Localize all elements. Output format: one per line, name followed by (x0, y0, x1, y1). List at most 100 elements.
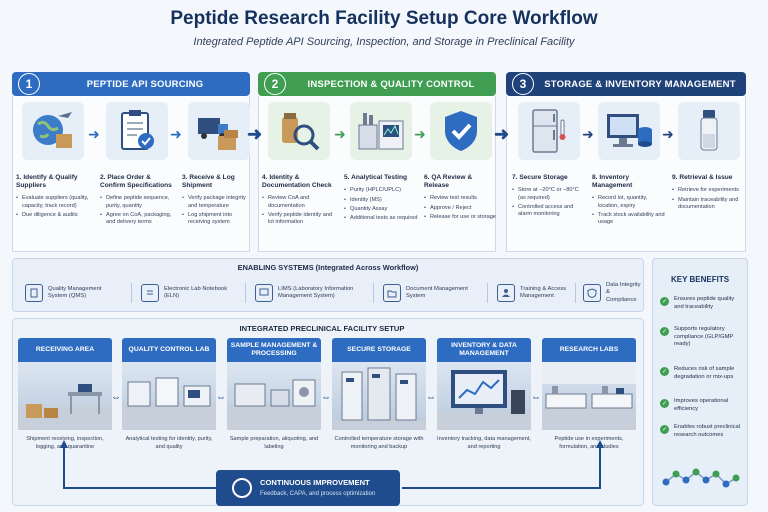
flow-arrow-icon: ➜ (414, 126, 426, 142)
system-label: Data Integrity & Compliance (606, 282, 641, 303)
phase-number: 2 (264, 73, 286, 95)
step-bullet: Log shipment into receiving system (182, 212, 256, 227)
cycle-icon (232, 478, 252, 498)
step-bullet: Purity (HPLC/UPLC) (344, 187, 418, 195)
step-bullet: Release for use or storage (424, 214, 498, 222)
step-identity-check: 4. Identity & Documentation Check Review… (262, 102, 336, 229)
workstation-image (437, 362, 531, 430)
check-icon: ✓ (660, 425, 669, 434)
improvement-title: CONTINUOUS IMPROVEMENT (260, 478, 370, 487)
enabling-title: ENABLING SYSTEMS (Integrated Across Work… (237, 263, 419, 272)
step-secure-storage: 7. Secure Storage Store at −20°C or −80°… (512, 102, 586, 220)
step-analytical-testing: 5. Analytical Testing Purity (HPLC/UPLC)… (344, 102, 418, 224)
divider (487, 283, 488, 303)
magnifier-icon (268, 102, 330, 160)
computer-icon (255, 284, 273, 302)
system-eln: Electronic Lab Notebook (ELN) (141, 279, 237, 307)
area-header: QUALITY CONTROL LAB (122, 338, 216, 362)
step-inventory-management: 8. Inventory Management Record lot, quan… (592, 102, 666, 229)
freezers-image (332, 362, 426, 430)
step-title: 5. Analytical Testing (344, 174, 408, 181)
divider (131, 283, 132, 303)
benefits-title: KEY BENEFITS (670, 275, 730, 284)
phase-label: STORAGE & INVENTORY MANAGEMENT (544, 78, 736, 90)
step-retrieval: 9. Retrieval & Issue Retrieve for experi… (672, 102, 746, 213)
system-training-access: Training & Access Management (497, 279, 573, 307)
step-bullet: Controlled access and alarm monitoring (512, 204, 586, 219)
qc-lab-image (122, 362, 216, 430)
area-secure-storage: SECURE STORAGE Controlled temperature st… (332, 338, 426, 451)
step-title: 3. Receive & Log Shipment (182, 174, 235, 190)
step-bullet: Record lot, quantity, location, expiry (592, 195, 666, 210)
area-caption: Sample preparation, aliquoting, and labe… (229, 436, 319, 450)
benefit-text: Reduces risk of sample degradation or mi… (674, 366, 735, 380)
step-identify-suppliers: 1. Identify & Qualify Suppliers Evaluate… (16, 102, 90, 221)
facility-title: INTEGRATED PRECLINICAL FACILITY SETUP (239, 324, 405, 333)
phase-label: PEPTIDE API SOURCING (86, 78, 204, 90)
divider (575, 283, 576, 303)
research-lab-image (542, 362, 636, 430)
system-data-integrity: Data Integrity & Compliance (583, 279, 641, 307)
step-bullet: Maintain traceability and documentation (672, 197, 746, 212)
step-bullet: Evaluate suppliers (quality, capacity, t… (16, 195, 90, 210)
system-label: Document Management System (406, 285, 468, 299)
system-label: Quality Management System (QMS) (48, 285, 102, 299)
area-caption: Peptide use in experiments, formulation,… (554, 436, 624, 450)
system-label: LIMS (Laboratory Information Management … (278, 285, 354, 299)
qms-document-icon (25, 284, 43, 302)
monitor-database-icon (598, 102, 660, 160)
step-bullet: Review test results (424, 195, 498, 203)
area-header: RESEARCH LABS (542, 338, 636, 362)
peptide-chain-icon (662, 468, 740, 488)
continuous-improvement-box: CONTINUOUS IMPROVEMENT Feedback, CAPA, a… (216, 470, 400, 506)
flow-arrow-icon: ➜ (170, 126, 182, 142)
step-bullet: Define peptide sequence, purity, quantit… (100, 195, 174, 210)
phase-label: INSPECTION & QUALITY CONTROL (307, 78, 475, 90)
area-header: SECURE STORAGE (332, 338, 426, 362)
step-bullet: Approve / Reject (424, 205, 498, 213)
divider (245, 283, 246, 303)
benefit-item: ✓Enables robust preclinical research out… (660, 424, 744, 439)
area-header: RECEIVING AREA (18, 338, 112, 362)
bidirectional-arrow-icon: ⇔ (216, 392, 226, 403)
step-bullet: Track stock availability and usage (592, 212, 666, 227)
step-title: 2. Place Order & Confirm Specifications (100, 174, 172, 190)
freezer-icon (518, 102, 580, 160)
step-bullet: Due diligence & audits (16, 212, 90, 220)
sample-processing-image (227, 362, 321, 430)
receiving-area-image (18, 362, 112, 430)
benefit-text: Ensures peptide quality and traceability (674, 296, 735, 310)
benefit-item: ✓Supports regulatory compliance (GLP/GMP… (660, 326, 744, 349)
bidirectional-arrow-icon: ⇔ (426, 392, 436, 403)
benefit-text: Supports regulatory compliance (GLP/GMP … (674, 326, 734, 348)
notebook-icon (141, 284, 159, 302)
flow-arrow-icon: ➜ (334, 126, 346, 142)
lab-instrument-icon (350, 102, 412, 160)
phase-arrow-icon: ➜ (247, 124, 263, 144)
check-icon: ✓ (660, 367, 669, 376)
phase-header-storage: 3 STORAGE & INVENTORY MANAGEMENT (506, 72, 746, 96)
truck-icon (188, 102, 250, 160)
phase-number: 3 (512, 73, 534, 95)
phase-arrow-icon: ➜ (494, 124, 510, 144)
step-title: 1. Identify & Qualify Suppliers (16, 174, 78, 190)
step-qa-review: 6. QA Review & Release Review test resul… (424, 102, 498, 223)
flow-arrow-icon: ➜ (88, 126, 100, 142)
area-research-labs: RESEARCH LABS Peptide use in experiments… (542, 338, 636, 451)
bidirectional-arrow-icon: ⇔ (531, 392, 541, 403)
step-title: 9. Retrieval & Issue (672, 174, 733, 181)
step-title: 7. Secure Storage (512, 174, 568, 181)
step-bullet: Quantity Assay (344, 206, 418, 214)
shield-check-icon (430, 102, 492, 160)
area-caption: Analytical testing for identity, purity,… (125, 436, 213, 450)
step-bullet: Verify peptide identity and lot informat… (262, 212, 336, 227)
area-caption: Inventory tracking, data management, and… (437, 436, 531, 450)
step-bullet: Review CoA and documentation (262, 195, 336, 210)
step-place-order: 2. Place Order & Confirm Specifications … (100, 102, 174, 229)
benefit-item: ✓Improves operational efficiency (660, 398, 744, 413)
bidirectional-arrow-icon: ⇔ (111, 392, 121, 403)
globe-icon (22, 102, 84, 160)
area-receiving: RECEIVING AREA Shipment receiving, inspe… (18, 338, 112, 451)
step-bullet: Store at −20°C or −80°C (as required) (512, 187, 586, 202)
step-bullet: Retrieve for experiments (672, 187, 746, 195)
